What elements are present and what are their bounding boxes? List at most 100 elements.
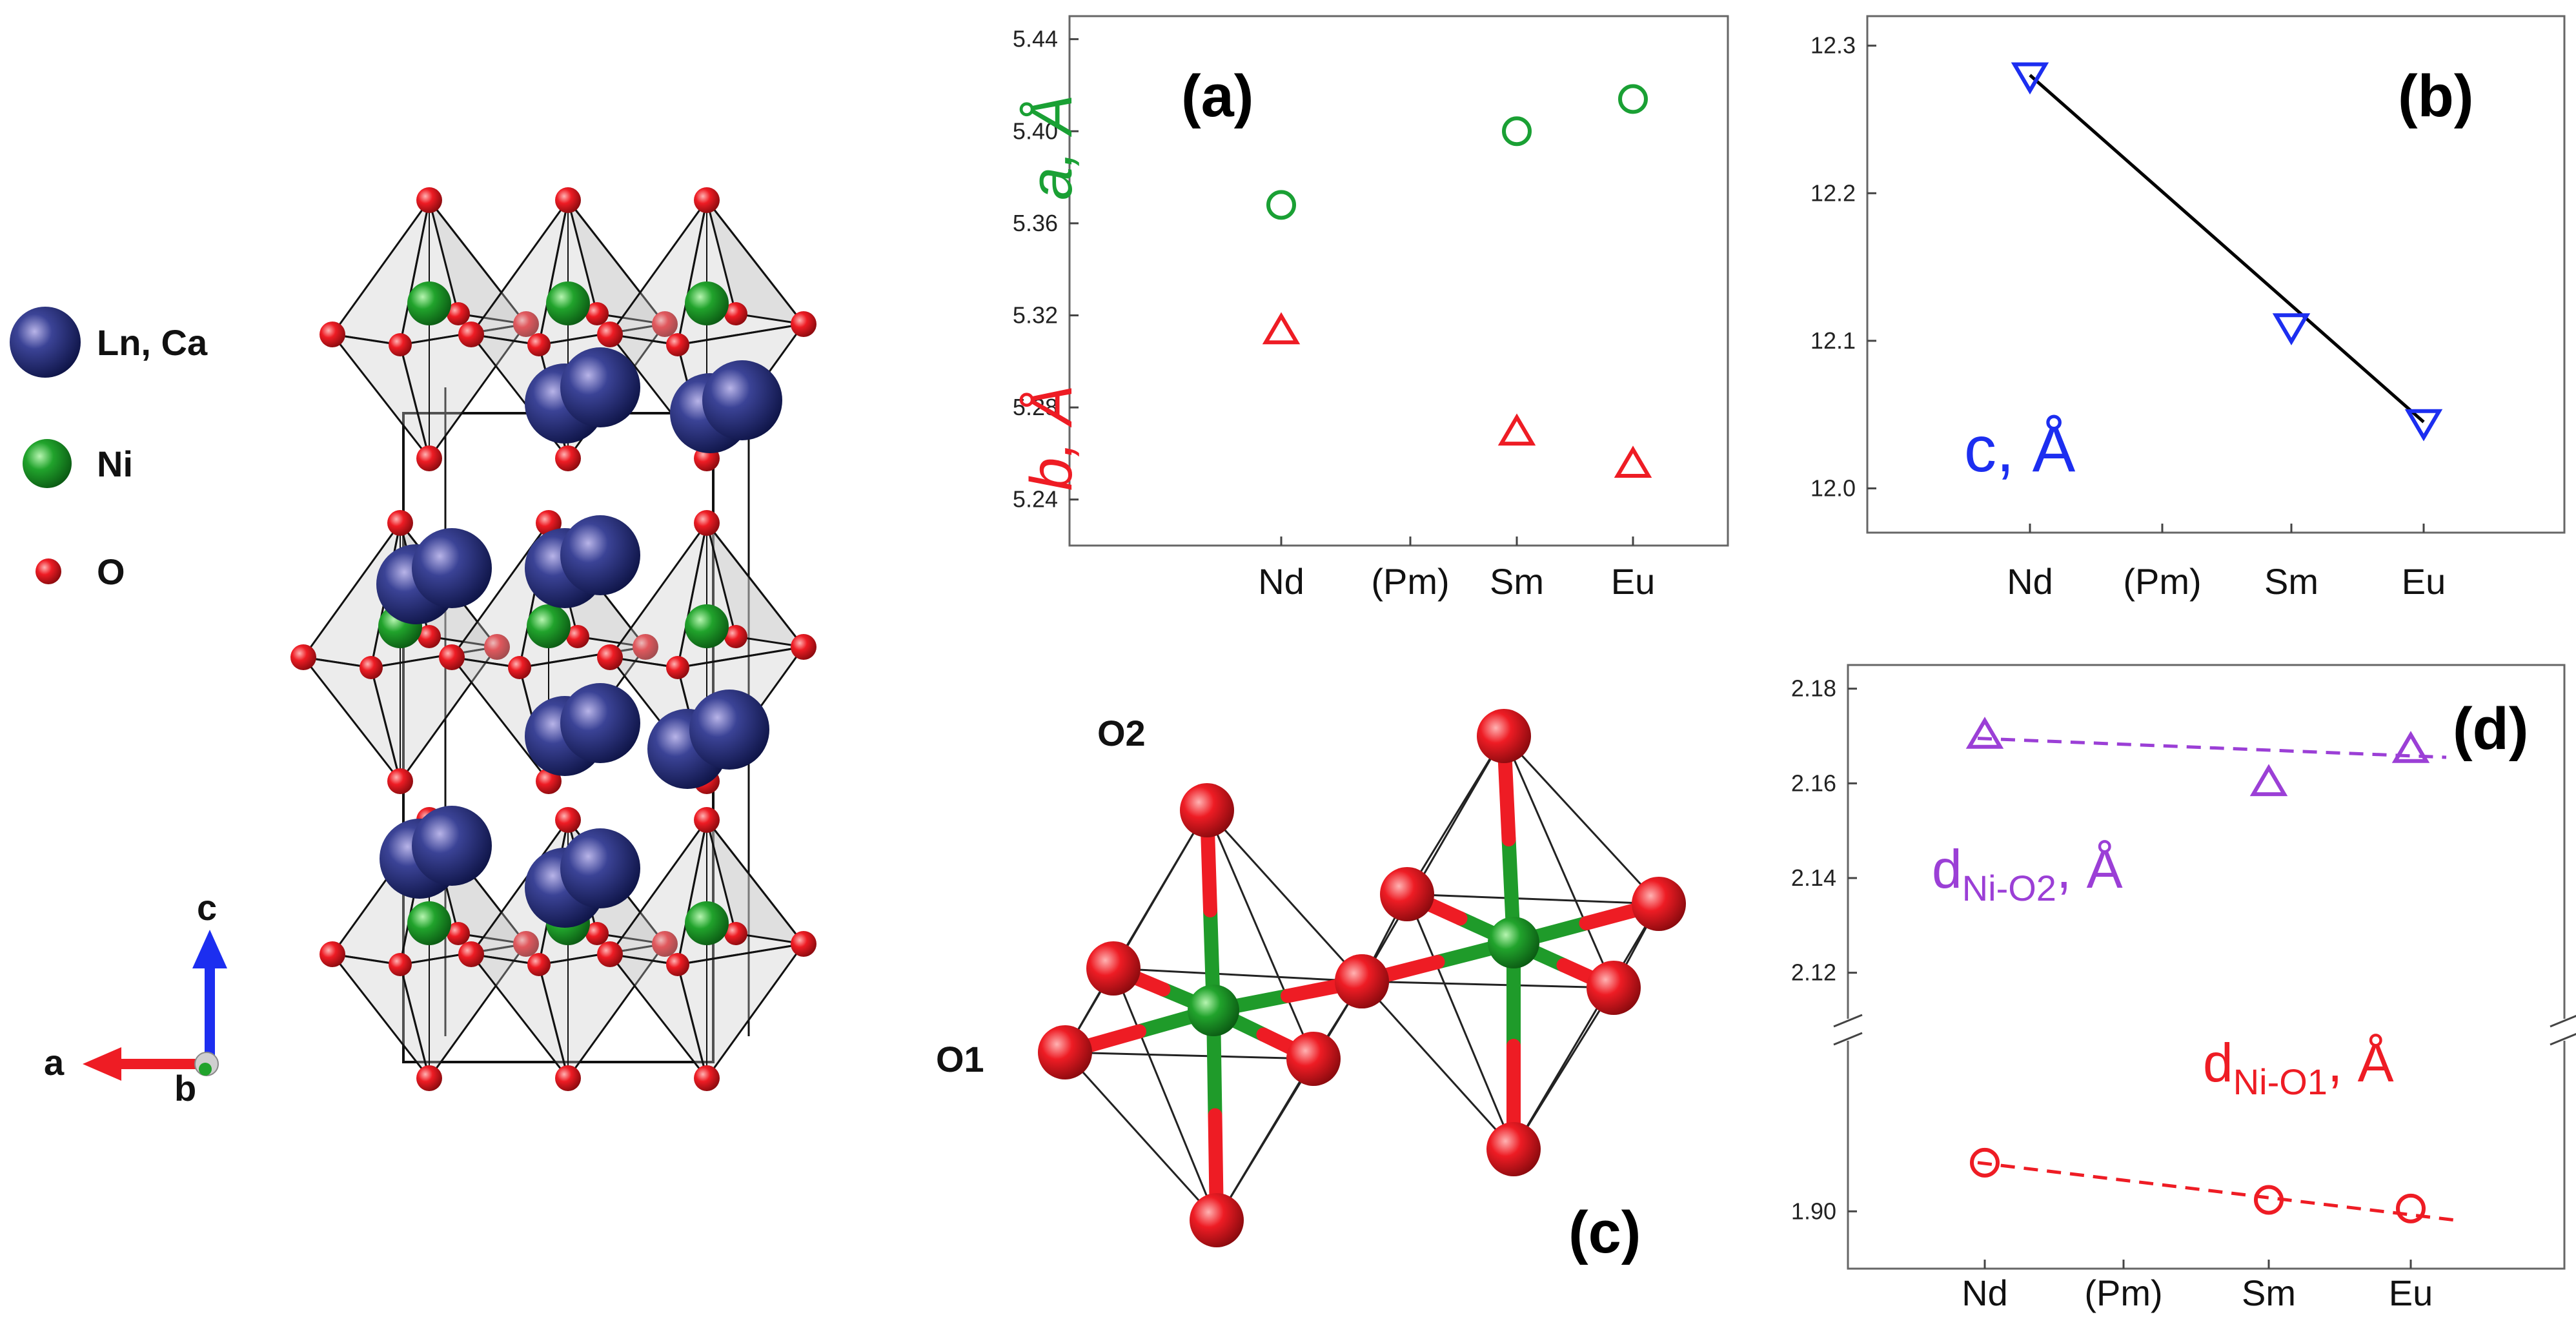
oxygen-atom	[1477, 709, 1531, 763]
panel-d-frame	[1833, 664, 2576, 1270]
octahedron-edge	[1064, 1051, 1314, 1060]
panel-b-trend-line	[2029, 74, 2425, 424]
panel-a-ytick-label: 5.44	[1013, 26, 1058, 52]
panel-a-xtick-label: Nd	[1258, 561, 1304, 602]
oxygen-atom	[585, 922, 609, 945]
panel-d-break-mark	[2550, 1033, 2576, 1046]
ln-ca-atom	[412, 528, 492, 608]
panel-c-letter: (c)	[1568, 1200, 1641, 1265]
panel-a-letter: (a)	[1181, 63, 1253, 129]
nickel-atom	[1188, 985, 1239, 1036]
oxygen-atom	[724, 922, 747, 945]
oxygen-atom	[319, 941, 345, 967]
oxygen-atom	[447, 302, 470, 325]
nickel-atom	[685, 901, 729, 945]
panel-d-break-mark	[1833, 1032, 1863, 1046]
oxygen-atom	[527, 953, 551, 976]
panel-d-marks	[1965, 717, 2454, 1223]
oxygen-atom	[1190, 1193, 1244, 1247]
panel-d-fit-o1	[1977, 1161, 2454, 1222]
panel-c-label-o2: O2	[1097, 713, 1146, 753]
panel-b-xtick-label: Sm	[2264, 561, 2318, 602]
panel-d-point-o2	[2249, 764, 2288, 797]
panel-a-y-ticks: 5.245.285.325.365.405.44	[1013, 26, 1079, 513]
panel-b-xtick-label: (Pm)	[2123, 561, 2201, 602]
axes-triad: c a b	[44, 887, 227, 1109]
oxygen-atom	[694, 1065, 720, 1091]
nickel-atom	[546, 281, 590, 325]
octahedron-edge	[1206, 809, 1363, 983]
octahedron-edge	[1406, 894, 1515, 1150]
oxygen-atom	[1335, 954, 1389, 1008]
octahedron-edge	[1512, 903, 1660, 1150]
ni-swatch-icon	[23, 439, 72, 488]
oxygen-atom	[652, 931, 678, 957]
panel-a-point	[1618, 84, 1648, 114]
panel-a-ytick-label: 5.24	[1013, 486, 1058, 513]
oxygen-atom	[791, 311, 816, 337]
o-swatch-icon	[35, 558, 61, 584]
oxygen-atom	[439, 644, 465, 670]
ln-ca-atom	[560, 828, 640, 908]
panel-d-point-o1	[2254, 1185, 2284, 1215]
panel-a-point	[1502, 116, 1532, 147]
oxygen-atom	[566, 625, 589, 648]
oxygen-atom	[360, 656, 383, 679]
a-axis-label: a	[44, 1042, 65, 1083]
legend-label-ln-ca: Ln, Ca	[97, 322, 208, 363]
panel-d-annotation-o1: dNi-O1, Å	[2203, 1032, 2394, 1102]
panel-a-xtick-label: Eu	[1611, 561, 1656, 602]
panel-d-xtick-label: (Pm)	[2084, 1273, 2162, 1313]
nickel-atom	[685, 281, 729, 325]
panel-d-break-mark	[2550, 1015, 2576, 1028]
nio6-octahedron	[676, 942, 806, 1081]
oxygen-atom	[527, 333, 551, 356]
ln-ca-atom	[560, 515, 640, 595]
a-axis-arrow-icon	[83, 1047, 121, 1081]
octahedron-edge	[1064, 1051, 1218, 1222]
panel-a-frame	[1068, 15, 1729, 547]
panel-d-xtick-label: Sm	[2242, 1273, 2296, 1313]
atom-legend: Ln, Ca Ni O	[10, 307, 208, 592]
panel-d-xtick-label: Nd	[1962, 1273, 2008, 1313]
oxygen-atom	[597, 322, 623, 347]
oxygen-atom	[1180, 783, 1234, 837]
panel-d-lower-frame	[1847, 1041, 2566, 1270]
oxygen-atom	[666, 953, 689, 976]
ln-ca-atom	[560, 347, 640, 427]
crystal-structure	[290, 187, 816, 1091]
octahedron-edge	[1503, 735, 1615, 988]
panel-b-point	[2272, 313, 2311, 345]
panel-b-ytick-label: 12.3	[1810, 32, 1856, 59]
octahedron-edge	[1206, 810, 1315, 1059]
oxygen-atom	[387, 510, 413, 536]
oxygen-atom	[694, 807, 720, 833]
oxygen-atom	[508, 656, 531, 679]
oxygen-atom	[633, 634, 658, 660]
panel-d-point-o2	[2391, 731, 2430, 763]
panel-a-ytick-label: 5.32	[1013, 302, 1058, 328]
oxygen-atom	[458, 322, 484, 347]
oxygen-atom	[585, 302, 609, 325]
panel-b-xtick-label: Eu	[2402, 561, 2446, 602]
octahedron-edge	[1406, 893, 1659, 905]
octahedron-edge	[1215, 1058, 1315, 1221]
octahedron-edge	[1361, 980, 1614, 989]
panel-d-ytick-label: 1.90	[1791, 1198, 1836, 1224]
panel-a-ytick-label: 5.28	[1013, 394, 1058, 420]
oxygen-atom	[416, 445, 442, 471]
nio6-octahedron	[370, 645, 500, 784]
panel-a-marks	[1262, 84, 1652, 478]
oxygen-atom	[319, 322, 345, 347]
oxygen-atom	[1380, 867, 1434, 921]
nickel-atom	[527, 604, 571, 648]
oxygen-atom	[666, 656, 689, 679]
panel-d-fit-o2	[1977, 737, 2447, 759]
panel-c-label-o1: O1	[936, 1039, 984, 1079]
oxygen-atom	[1486, 1122, 1541, 1176]
panel-d-xtick-label: Eu	[2389, 1273, 2433, 1313]
oxygen-atom	[416, 187, 442, 213]
oxygen-atom	[458, 941, 484, 967]
panel-b-ytick-label: 12.0	[1810, 475, 1856, 501]
